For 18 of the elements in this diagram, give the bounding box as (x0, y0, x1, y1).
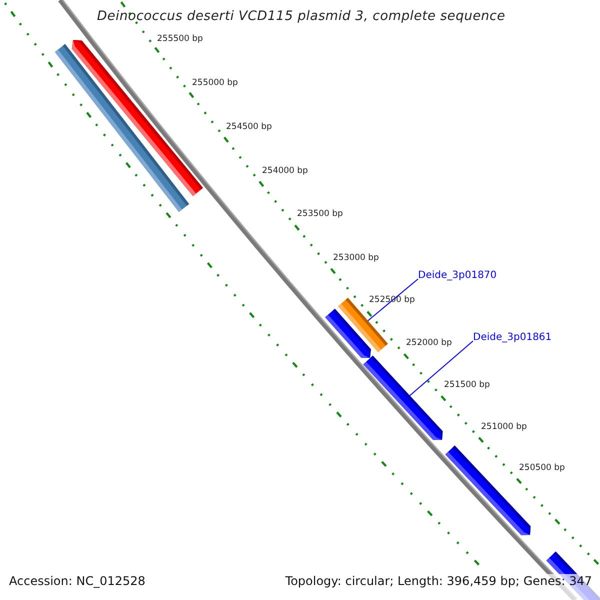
gene-feature-bar (363, 356, 443, 440)
gene-feature-bar (325, 308, 371, 358)
scale-label: 250500 bp (519, 463, 565, 473)
gene-label: Deide_3p01870 (418, 270, 497, 281)
scale-label: 255000 bp (192, 78, 238, 88)
accession-text: Accession: NC_012528 (9, 574, 146, 588)
scale-label: 253000 bp (333, 253, 379, 263)
scale-label: 254000 bp (262, 166, 308, 176)
gene-feature-bar (54, 44, 190, 212)
gene-label: Deide_3p01861 (473, 332, 552, 343)
scale-label: 252000 bp (406, 338, 452, 348)
scale-label: 251000 bp (481, 422, 527, 432)
map-title: Deinococcus deserti VCD115 plasmid 3, complete sequence (97, 9, 506, 24)
genome-info-text: Topology: circular; Length: 396,459 bp; Genes: 347 (285, 574, 592, 588)
scale-label: 254500 bp (226, 122, 272, 132)
scale-label: 255500 bp (157, 34, 203, 44)
leader-line (409, 340, 474, 396)
scale-label: 253500 bp (297, 209, 343, 219)
